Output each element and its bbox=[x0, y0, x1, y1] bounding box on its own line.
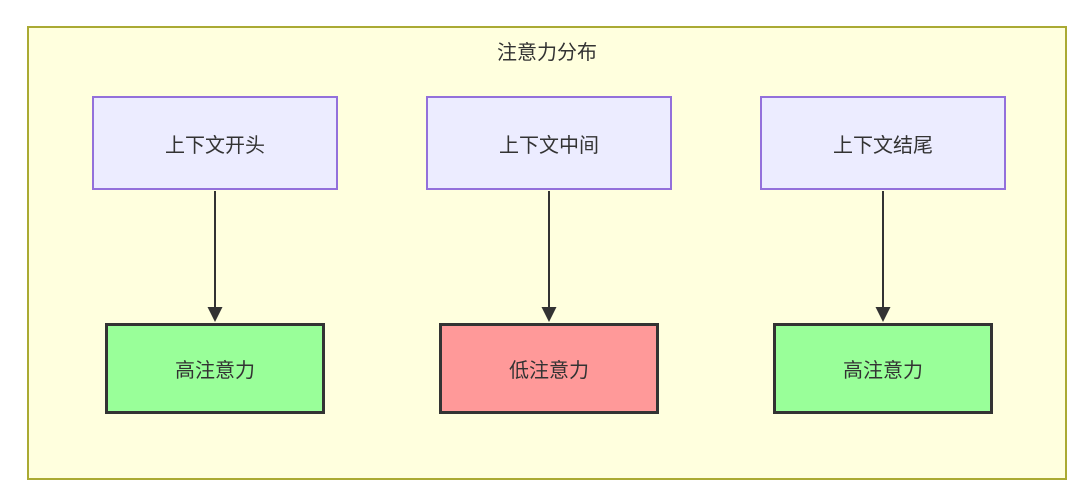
node-context-start: 上下文开头 bbox=[92, 96, 338, 190]
arrowhead-icon bbox=[875, 307, 891, 322]
subgraph-attention-distribution: 注意力分布 上下文开头 上下文中间 上下文结尾 高注意力 低注意力 高注意力 bbox=[27, 26, 1067, 480]
arrow-context-end-to-high bbox=[875, 191, 891, 322]
arrowhead-icon bbox=[541, 307, 557, 322]
arrow-context-start-to-high bbox=[207, 191, 223, 322]
subgraph-title: 注意力分布 bbox=[497, 42, 597, 64]
node-high-attention-left: 高注意力 bbox=[105, 323, 325, 414]
node-low-attention: 低注意力 bbox=[439, 323, 659, 414]
arrowhead-icon bbox=[207, 307, 223, 322]
arrow-context-middle-to-low bbox=[541, 191, 557, 322]
node-context-end: 上下文结尾 bbox=[760, 96, 1006, 190]
node-high-attention-right: 高注意力 bbox=[773, 323, 993, 414]
node-context-middle: 上下文中间 bbox=[426, 96, 672, 190]
